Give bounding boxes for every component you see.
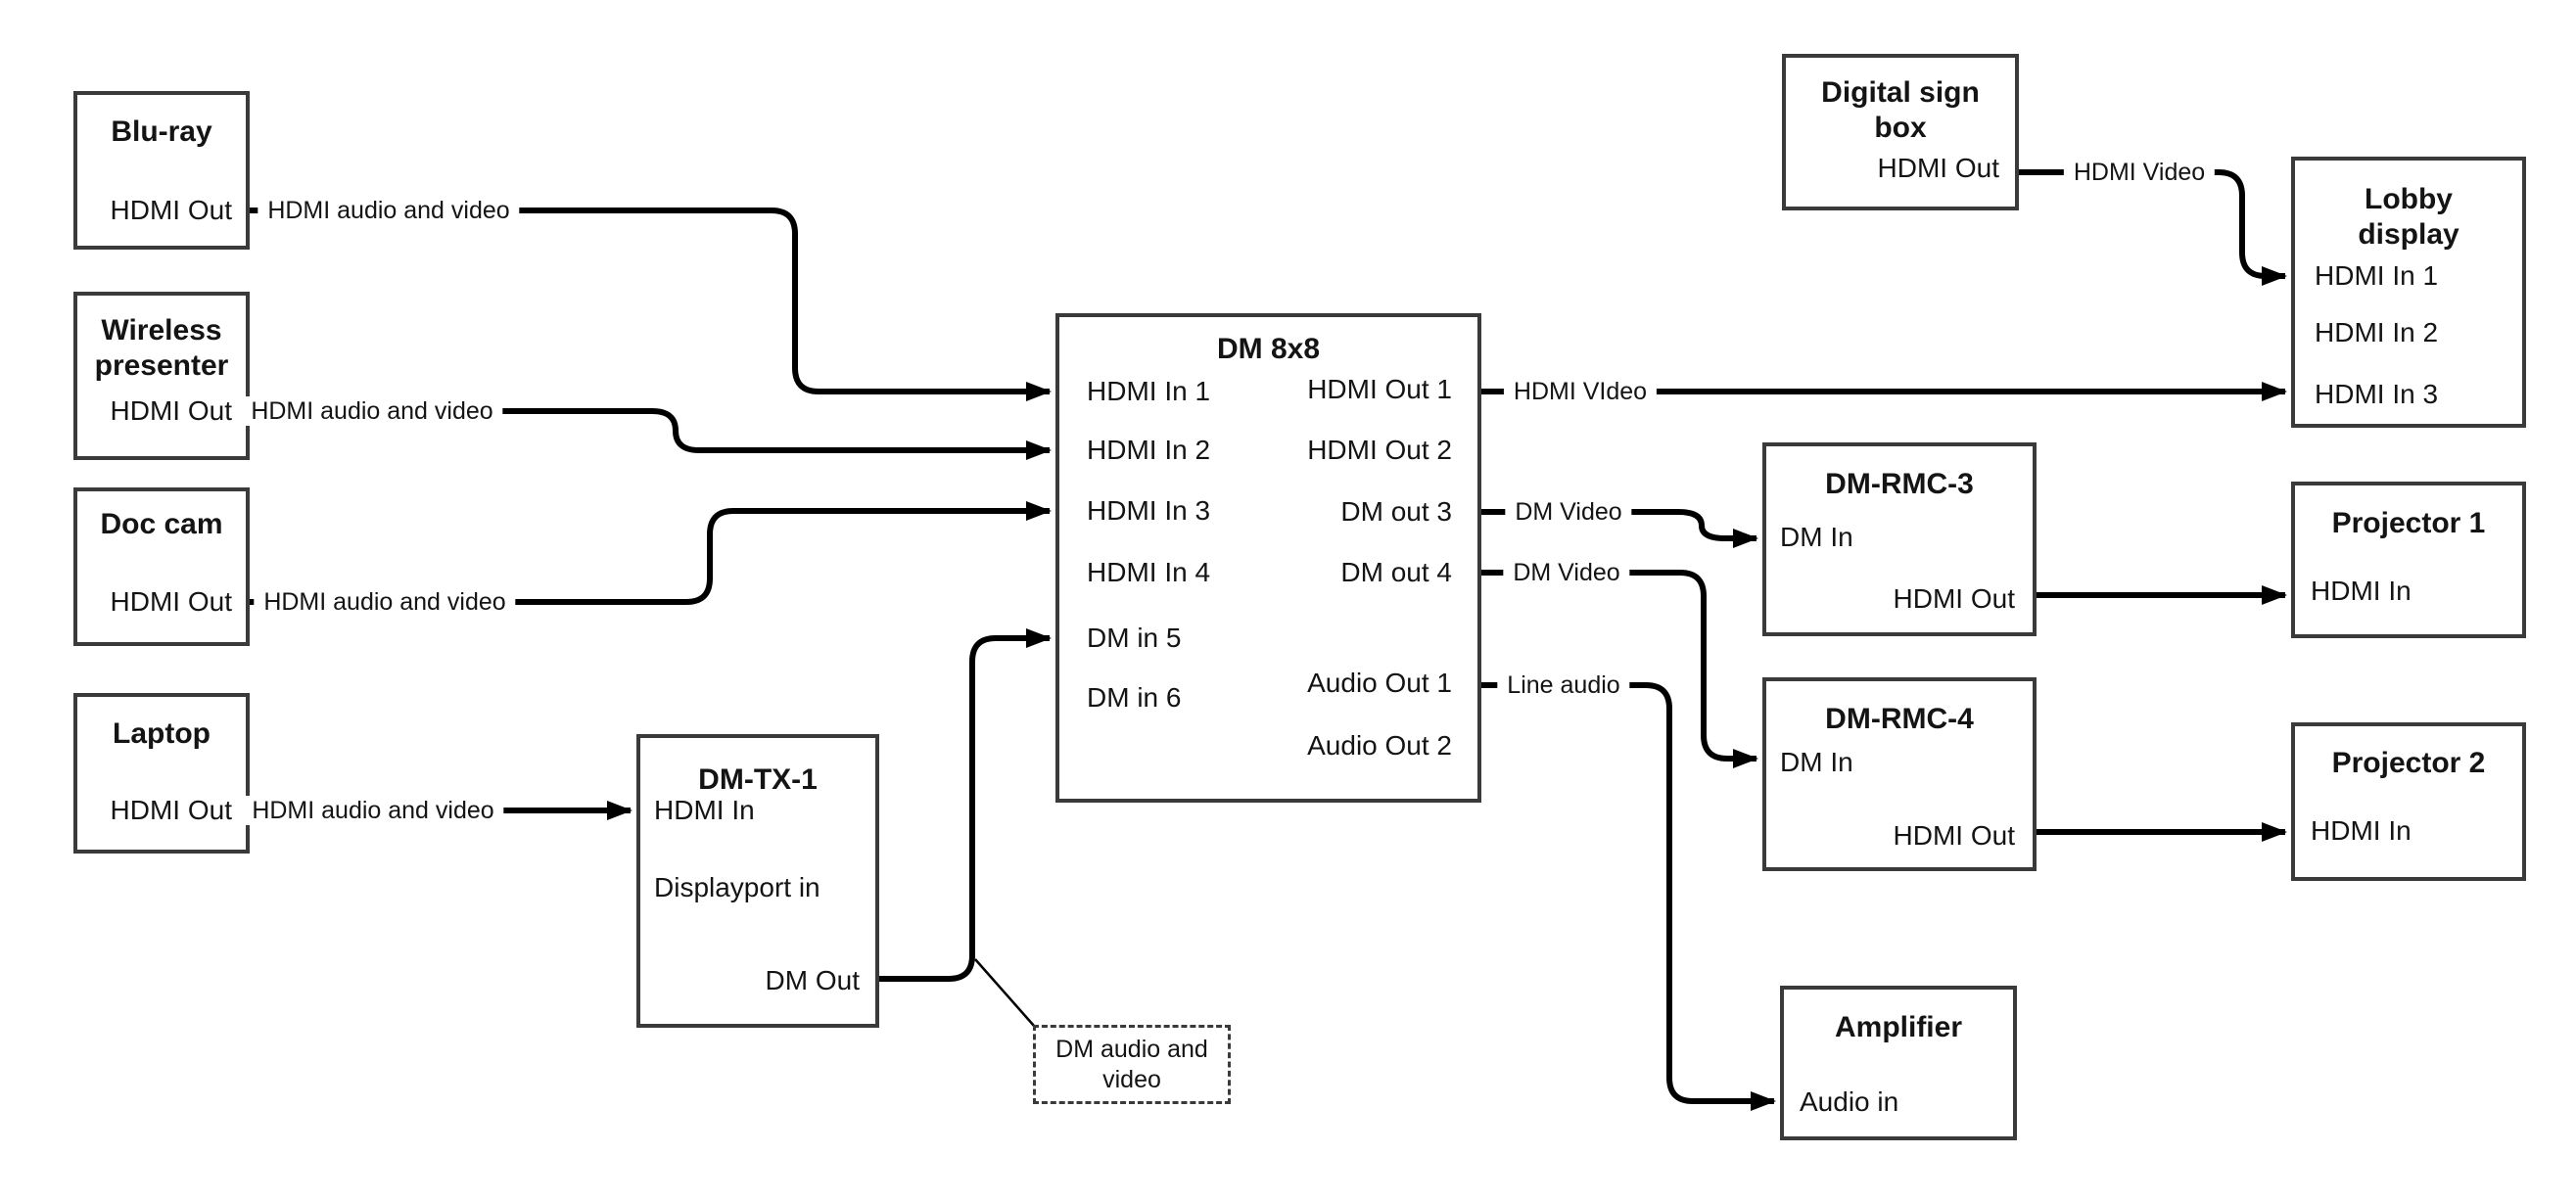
node-wireless-presenter: Wireless presenter HDMI Out — [73, 292, 250, 460]
node-title: DM 8x8 — [1216, 333, 1321, 365]
port-hdmi-in-3: HDMI In 3 — [1087, 495, 1211, 526]
port-audio-in: Audio in — [1800, 1086, 1899, 1117]
port-hdmi-in-1: HDMI In 1 — [1087, 376, 1211, 406]
node-projector-1: Projector 1 HDMI In — [2291, 482, 2526, 638]
port-audio-out-2: Audio Out 2 — [1307, 730, 1452, 761]
port-dm-out: DM Out — [765, 965, 860, 995]
port-hdmi-out: HDMI Out — [1877, 153, 1999, 183]
connection-label-hdmi-video-out1: HDMI VIdeo — [1503, 377, 1658, 406]
connection-bluray-to-dm8x8-in1 — [250, 208, 1052, 401]
connection-label-bluray: HDMI audio and video — [258, 196, 520, 225]
connection-dm8x8-out4-to-rmc4-dmin — [1481, 570, 1758, 768]
port-hdmi-out-1: HDMI Out 1 — [1307, 374, 1452, 404]
node-dm-tx-1: DM-TX-1 HDMI In Displayport in DM Out — [636, 734, 879, 1028]
node-laptop: Laptop HDMI Out — [73, 693, 250, 854]
connection-label-line-audio: Line audio — [1497, 670, 1630, 700]
node-title: Projector 2 — [2331, 747, 2486, 779]
port-hdmi-out: HDMI Out — [1893, 820, 2015, 851]
port-dm-out-3: DM out 3 — [1340, 496, 1452, 527]
port-hdmi-in-3: HDMI In 3 — [2315, 379, 2439, 409]
connection-label-dm-video-3: DM Video — [1505, 497, 1632, 527]
node-amplifier: Amplifier Audio in — [1780, 986, 2017, 1140]
connection-label-hdmi-video-sign: HDMI Video — [2063, 158, 2216, 187]
node-dm-8x8: DM 8x8 HDMI In 1 HDMI In 2 HDMI In 3 HDM… — [1055, 313, 1481, 803]
port-hdmi-out: HDMI Out — [1893, 583, 2015, 614]
node-digital-sign-box: Digital sign box HDMI Out — [1782, 54, 2019, 210]
node-title: DM-TX-1 — [698, 763, 818, 796]
connection-label-laptop: HDMI audio and video — [242, 796, 504, 825]
connection-wireless-to-dm8x8-in2 — [250, 408, 1052, 460]
node-title: Digital sign box — [1821, 76, 1980, 144]
connection-doccam-to-dm8x8-in3 — [250, 501, 1052, 605]
port-hdmi-in-2: HDMI In 2 — [2315, 317, 2439, 347]
node-title: DM-RMC-3 — [1825, 468, 1974, 500]
node-title: Amplifier — [1834, 1011, 1963, 1043]
node-doc-cam: Doc cam HDMI Out — [73, 487, 250, 646]
port-hdmi-in-1: HDMI In 1 — [2315, 260, 2439, 291]
annotation-note-line: DM audio and — [1055, 1035, 1208, 1063]
port-hdmi-out: HDMI Out — [110, 195, 232, 225]
connection-dmtx1-dmout-to-dm8x8-in5 — [879, 628, 1052, 982]
node-bluray: Blu-ray HDMI Out — [73, 91, 250, 250]
node-dm-rmc-4: DM-RMC-4 DM In HDMI Out — [1762, 677, 2037, 871]
connection-dm8x8-out3-to-rmc3-dmin — [1481, 509, 1758, 548]
port-hdmi-in: HDMI In — [2311, 815, 2412, 846]
connection-label-wireless: HDMI audio and video — [241, 396, 503, 426]
node-dm-rmc-3: DM-RMC-3 DM In HDMI Out — [1762, 442, 2037, 636]
node-lobby-display: Lobby display HDMI In 1 HDMI In 2 HDMI I… — [2291, 157, 2526, 428]
annotation-note-line: video — [1102, 1065, 1161, 1093]
connection-signbox-to-lobby-in1 — [2019, 169, 2287, 286]
node-title: Lobby display — [2358, 183, 2459, 251]
node-projector-2: Projector 2 HDMI In — [2291, 722, 2526, 881]
port-dm-in: DM In — [1780, 747, 1853, 777]
annotation-leader-line — [974, 958, 1035, 1027]
node-title: DM-RMC-4 — [1825, 703, 1974, 735]
port-hdmi-out: HDMI Out — [110, 395, 232, 426]
port-dm-out-4: DM out 4 — [1340, 557, 1452, 587]
port-hdmi-in-4: HDMI In 4 — [1087, 557, 1211, 587]
connection-label-doccam: HDMI audio and video — [254, 587, 516, 617]
port-dm-in-6: DM in 6 — [1087, 682, 1182, 713]
port-hdmi-in: HDMI In — [654, 795, 755, 825]
port-audio-out-1: Audio Out 1 — [1307, 668, 1452, 698]
node-title: Doc cam — [100, 508, 223, 540]
node-title: Blu-ray — [111, 115, 212, 148]
port-dm-in: DM In — [1780, 522, 1853, 552]
node-title: Wireless presenter — [94, 314, 229, 382]
port-displayport-in: Displayport in — [654, 872, 820, 902]
port-hdmi-out: HDMI Out — [110, 586, 232, 617]
port-hdmi-in: HDMI In — [2311, 576, 2412, 606]
port-hdmi-in-2: HDMI In 2 — [1087, 435, 1211, 465]
connection-label-dm-video-4: DM Video — [1503, 558, 1630, 587]
node-title: Laptop — [113, 717, 211, 750]
annotation-note: DM audio and video — [1033, 1025, 1231, 1104]
port-hdmi-out: HDMI Out — [110, 795, 232, 825]
connection-dm8x8-audio1-to-amplifier — [1481, 682, 1776, 1111]
port-dm-in-5: DM in 5 — [1087, 623, 1182, 653]
port-hdmi-out-2: HDMI Out 2 — [1307, 435, 1452, 465]
node-title: Projector 1 — [2331, 507, 2486, 539]
